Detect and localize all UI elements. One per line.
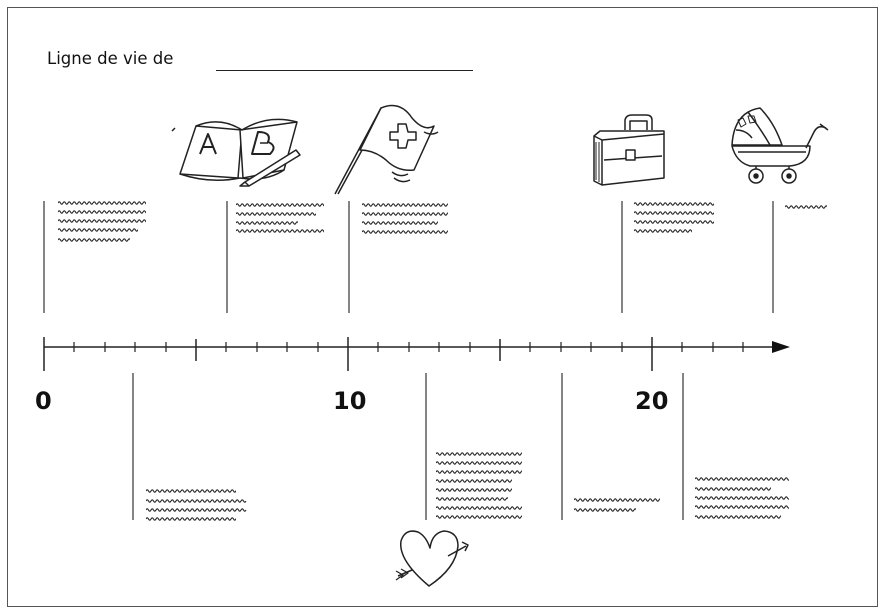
axis-arrowhead: [772, 341, 790, 353]
upper-event-lines: [44, 201, 773, 313]
time-axis: [44, 337, 774, 371]
scribble-notes: [58, 202, 885, 520]
heart-with-arrow-icon: [396, 531, 468, 586]
abc-book-icon: [172, 119, 300, 186]
swiss-flag-icon: [335, 106, 438, 194]
baby-pram-icon: [732, 108, 828, 183]
lower-event-lines: [133, 373, 683, 520]
briefcase-icon: [594, 115, 664, 185]
